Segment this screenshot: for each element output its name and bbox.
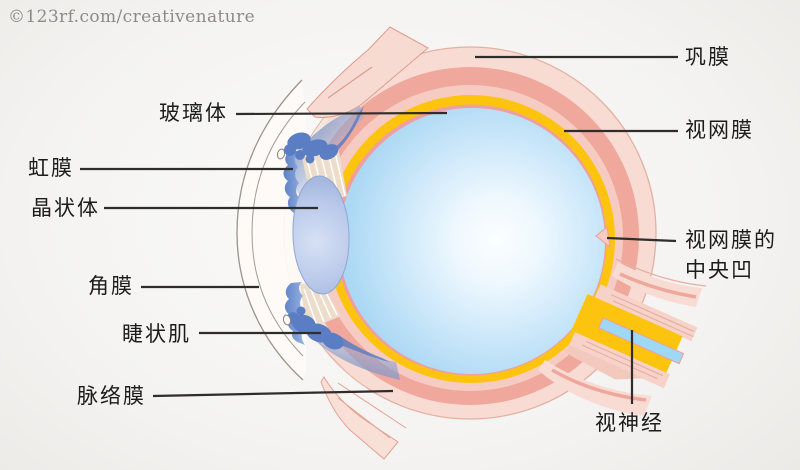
leader-lines xyxy=(80,55,678,404)
label-sclera: 巩膜 xyxy=(685,46,731,69)
lower-choroid-shading xyxy=(285,296,400,380)
leader-fovea xyxy=(606,236,677,243)
label-fovea-line1: 视网膜的 xyxy=(685,229,777,252)
label-lens: 晶状体 xyxy=(31,197,100,220)
superior-muscle xyxy=(306,26,429,118)
watermark: ©123rf.com/creativenature xyxy=(8,7,256,27)
inferior-muscle xyxy=(320,376,407,460)
label-vitreous-body: 玻璃体 xyxy=(159,102,228,125)
label-choroid: 脉络膜 xyxy=(77,385,146,408)
cornea-outline xyxy=(236,79,306,381)
label-cornea: 角膜 xyxy=(88,275,134,298)
label-fovea: 视网膜的 中央凹 xyxy=(685,226,777,286)
label-fovea-line2: 中央凹 xyxy=(685,259,754,282)
vitreous-body xyxy=(339,108,605,374)
lens-shape xyxy=(292,175,350,295)
label-iris: 虹膜 xyxy=(28,157,74,180)
ciliary-body-upper xyxy=(284,106,364,164)
label-ciliary-muscle: 睫状肌 xyxy=(122,323,191,346)
nerve-upper-collar xyxy=(612,262,702,307)
label-retina: 视网膜 xyxy=(685,119,754,142)
leader-choroid xyxy=(152,389,394,398)
label-optic-nerve: 视神经 xyxy=(595,412,664,435)
leader-vitreous-body xyxy=(235,111,448,116)
ciliary-body-lower xyxy=(287,306,390,362)
limbus-vessel-ovals xyxy=(276,148,292,326)
optic-nerve-bundle xyxy=(538,258,707,416)
central-retinal-vessel xyxy=(598,317,685,365)
